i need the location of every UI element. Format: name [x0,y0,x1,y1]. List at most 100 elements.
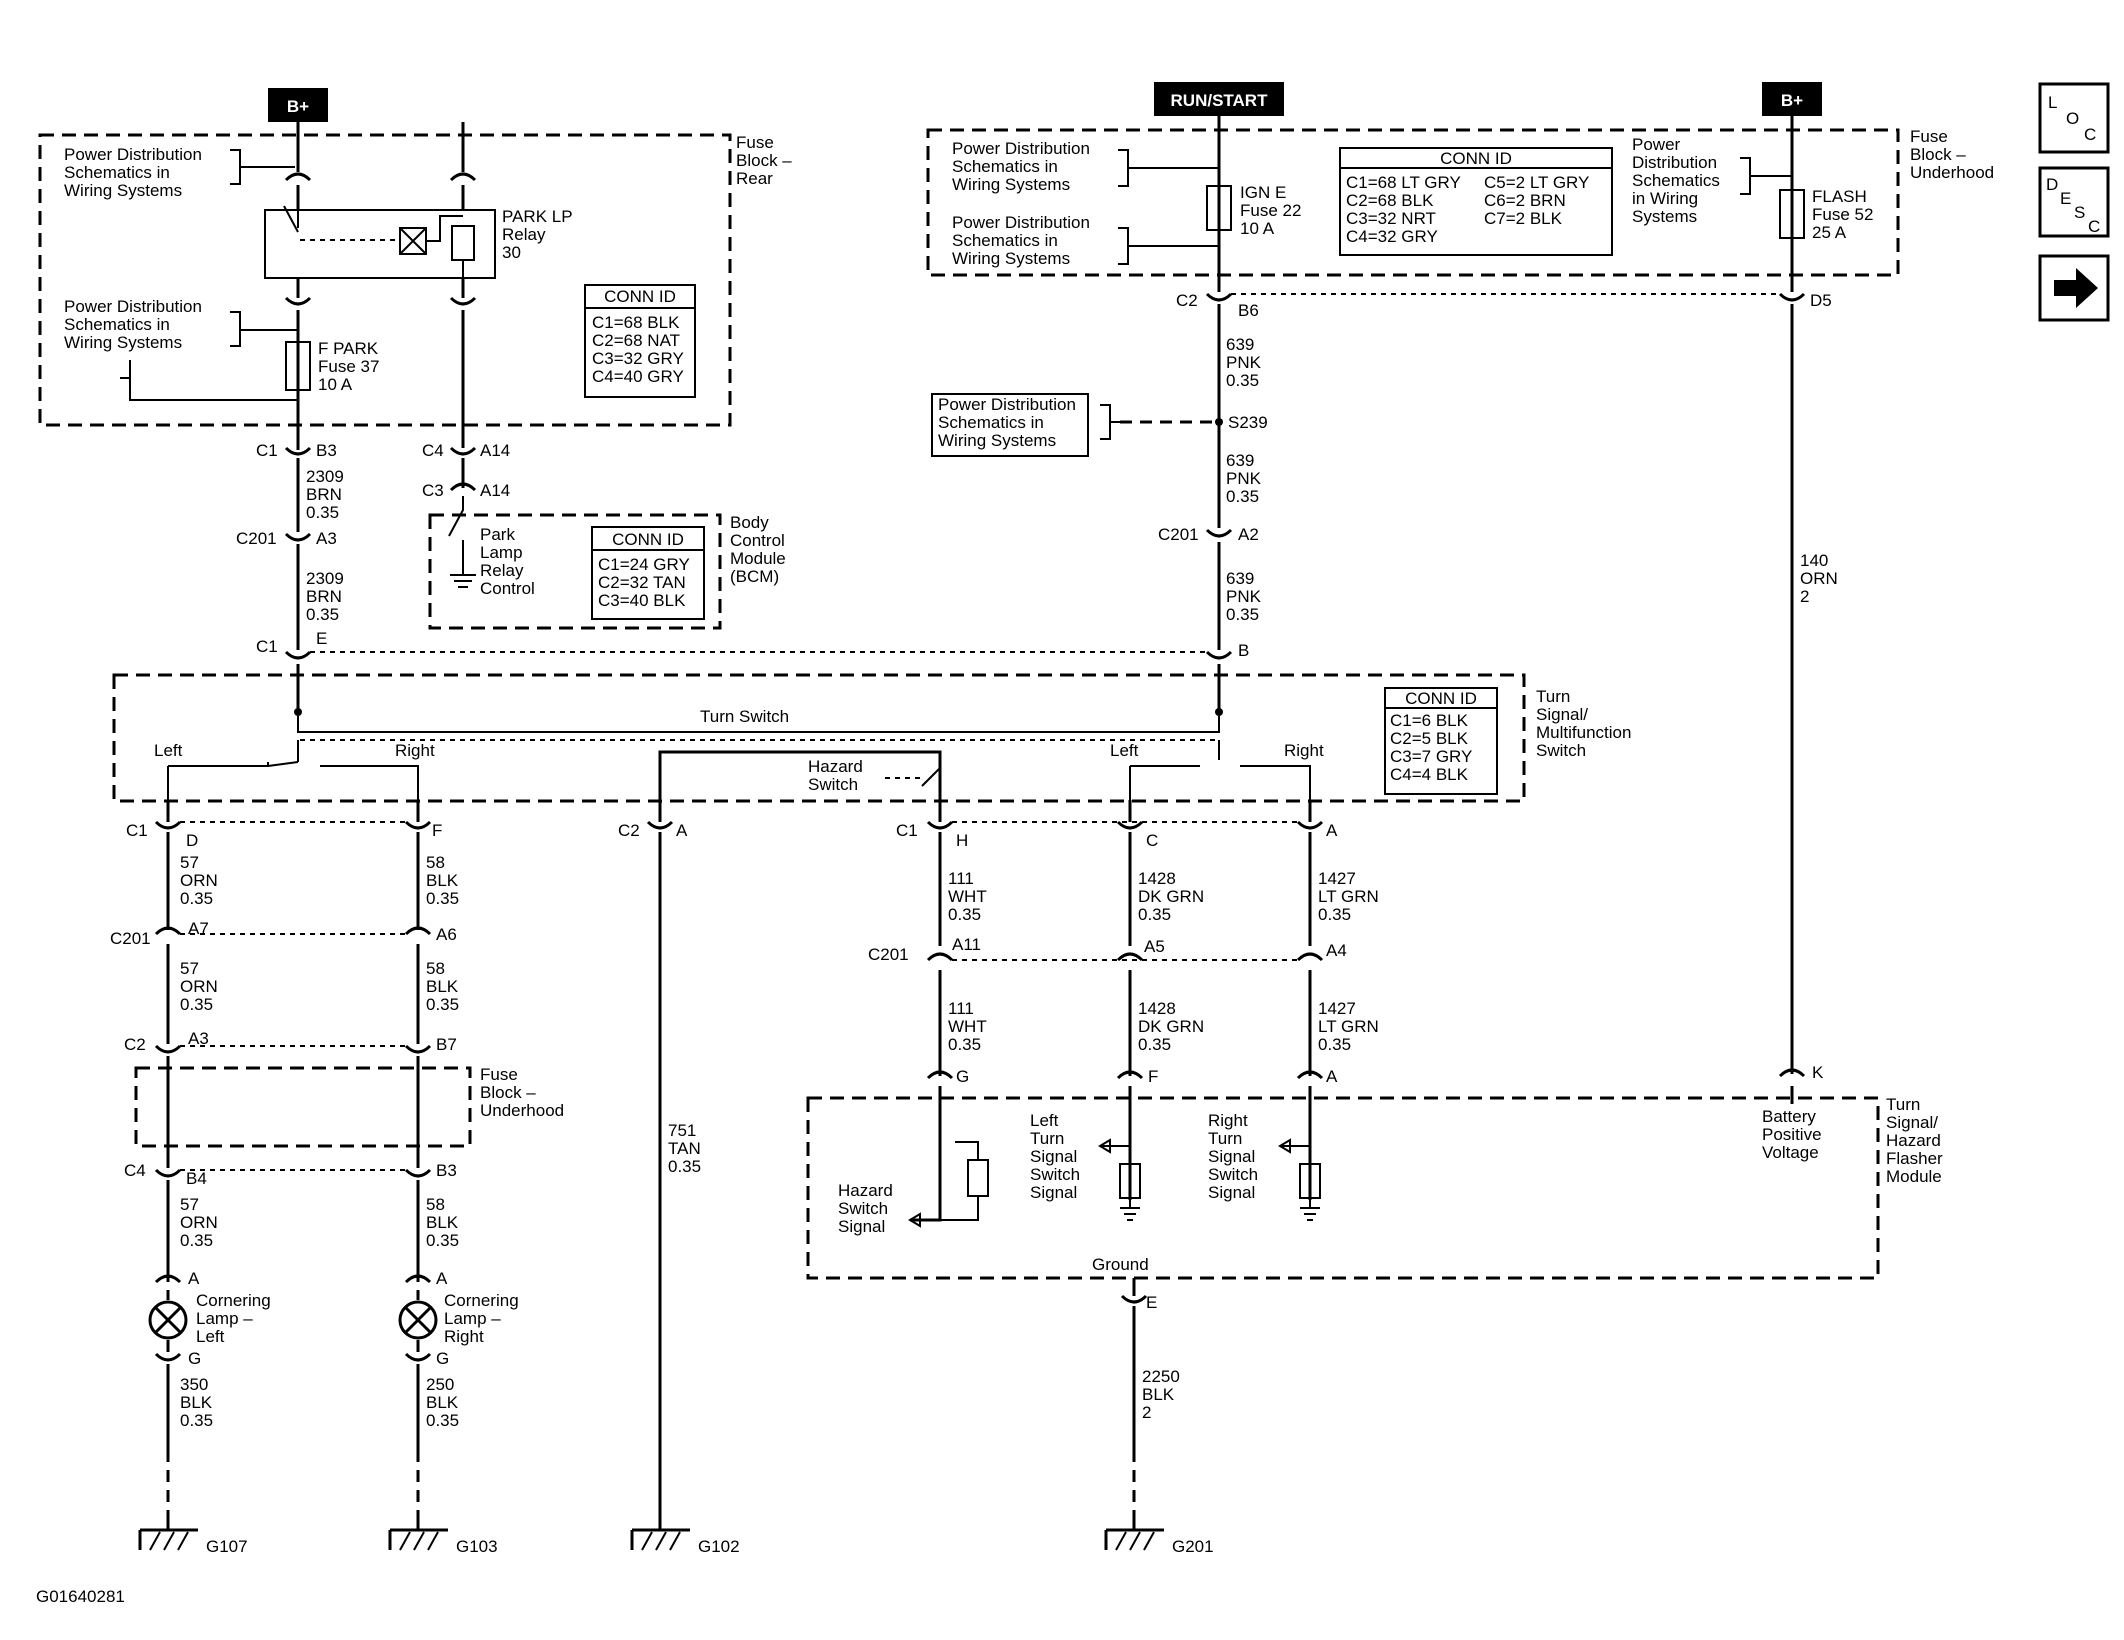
turn-switch-box [112,673,1526,803]
svg-text:G201: G201 [1172,1537,1214,1556]
wire-250: 250 BLK 0.35 [426,1375,459,1430]
svg-text:Signal/: Signal/ [1536,705,1588,724]
svg-text:Hazard: Hazard [838,1181,893,1200]
ground-g201: G201 [1104,1520,1214,1556]
svg-text:Module: Module [730,549,786,568]
svg-text:H: H [956,831,968,850]
svg-text:BLK: BLK [1142,1385,1175,1404]
svg-text:57: 57 [180,853,199,872]
svg-text:C2=32 TAN: C2=32 TAN [598,573,686,592]
park-lp-relay-label: PARK LP Relay 30 [502,207,573,262]
f-park-fuse-label: F PARK Fuse 37 10 A [318,339,379,394]
svg-text:E: E [2060,189,2071,208]
pds-note-4: Power Distribution Schematics in Wiring … [952,213,1218,268]
svg-text:Switch: Switch [838,1199,888,1218]
svg-text:639: 639 [1226,569,1254,588]
svg-text:BLK: BLK [426,871,459,890]
svg-text:0.35: 0.35 [1138,905,1171,924]
svg-text:BLK: BLK [426,1213,459,1232]
svg-text:BRN: BRN [306,587,342,606]
svg-text:Power Distribution: Power Distribution [938,395,1076,414]
svg-text:Fuse: Fuse [1910,127,1948,146]
svg-text:Distribution: Distribution [1632,153,1717,172]
svg-text:1427: 1427 [1318,999,1356,1018]
svg-text:Fuse: Fuse [736,133,774,152]
svg-text:0.35: 0.35 [306,605,339,624]
svg-text:0.35: 0.35 [180,1411,213,1430]
svg-text:Turn Switch: Turn Switch [700,707,789,726]
wire-1428-a: 1428 DK GRN 0.35 [1138,869,1204,924]
splice-s239 [1215,418,1223,426]
svg-text:D: D [186,831,198,850]
svg-text:10 A: 10 A [1240,219,1275,238]
svg-text:Wiring Systems: Wiring Systems [952,175,1070,194]
fuse-block-underhood-2-box [134,1066,472,1148]
svg-text:2309: 2309 [306,467,344,486]
svg-text:A11: A11 [952,935,981,954]
svg-text:A: A [188,1269,200,1288]
svg-text:Schematics: Schematics [1632,171,1720,190]
svg-text:Wiring Systems: Wiring Systems [64,333,182,352]
svg-text:Multifunction: Multifunction [1536,723,1631,742]
wire-111-b: 111 WHT 0.35 [948,999,987,1054]
wire-2309-a: 2309 BRN 0.35 [306,467,344,522]
pds-note-2: Power Distribution Schematics in Wiring … [64,297,298,401]
wire-1427-b: 1427 LT GRN 0.35 [1318,999,1379,1054]
loc-button[interactable]: L O C [2038,82,2110,154]
wire-639-a: 639 PNK 0.35 [1226,335,1262,390]
bcm-label: Body Control Module (BCM) [730,513,786,586]
svg-text:Fuse 22: Fuse 22 [1240,201,1301,220]
cornering-lamp-right: Cornering Lamp – Right [398,1290,519,1352]
svg-text:G: G [956,1067,969,1086]
svg-text:RUN/START: RUN/START [1171,91,1269,110]
svg-text:LT GRN: LT GRN [1318,1017,1379,1036]
svg-text:Block –: Block – [736,151,792,170]
svg-text:C1: C1 [126,821,148,840]
svg-text:0.35: 0.35 [1318,905,1351,924]
svg-text:A2: A2 [1238,525,1259,544]
svg-text:A7: A7 [188,919,209,938]
svg-text:Signal: Signal [838,1217,885,1236]
svg-text:C1=68 LT GRY: C1=68 LT GRY [1346,173,1461,192]
svg-text:ORN: ORN [180,977,218,996]
svg-text:C7=2 BLK: C7=2 BLK [1484,209,1563,228]
svg-text:F: F [432,821,442,840]
svg-text:C1=68 BLK: C1=68 BLK [592,313,680,332]
svg-text:TAN: TAN [668,1139,701,1158]
svg-text:A4: A4 [1326,941,1347,960]
svg-text:Signal: Signal [1208,1183,1255,1202]
svg-text:Fuse: Fuse [480,1065,518,1084]
hazard-switch-label: Hazard Switch [808,757,863,794]
next-button[interactable] [2038,254,2110,322]
svg-text:Block –: Block – [480,1083,536,1102]
pds-note-3: Power Distribution Schematics in Wiring … [952,139,1218,194]
svg-text:2250: 2250 [1142,1367,1180,1386]
svg-text:A: A [436,1269,448,1288]
ground-g102: G102 [630,1520,740,1556]
svg-text:1428: 1428 [1138,869,1176,888]
svg-text:Lamp –: Lamp – [196,1309,253,1328]
svg-text:CONN ID: CONN ID [612,530,684,549]
desc-button[interactable]: D E S C [2038,166,2110,238]
svg-text:Hazard: Hazard [1886,1131,1941,1150]
park-lamp-relay-control: Park Lamp Relay Control [480,525,535,598]
svg-text:58: 58 [426,853,445,872]
svg-text:A14: A14 [480,481,510,500]
svg-text:CONN ID: CONN ID [604,287,676,306]
svg-text:0.35: 0.35 [426,1411,459,1430]
svg-text:A6: A6 [436,925,457,944]
svg-text:Module: Module [1886,1167,1942,1186]
fuse-block-underhood-box [926,128,1900,277]
svg-text:G103: G103 [456,1537,498,1556]
svg-text:C3=32 NRT: C3=32 NRT [1346,209,1436,228]
svg-text:LT GRN: LT GRN [1318,887,1379,906]
svg-text:0.35: 0.35 [306,503,339,522]
svg-text:Rear: Rear [736,169,773,188]
svg-text:Schematics in: Schematics in [938,413,1044,432]
svg-text:E: E [316,629,327,648]
wire-751: 751 TAN 0.35 [668,1121,701,1176]
svg-text:58: 58 [426,1195,445,1214]
svg-text:BLK: BLK [180,1393,213,1412]
park-lp-relay [264,209,496,279]
